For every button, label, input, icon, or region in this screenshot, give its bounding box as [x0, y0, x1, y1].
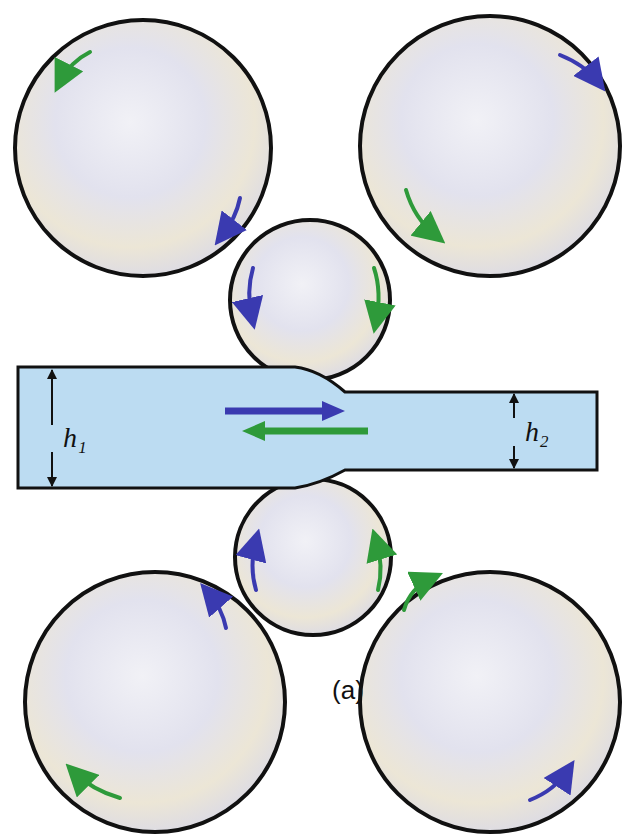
dimension-label: h₁	[63, 424, 87, 452]
backup-roll	[25, 572, 285, 832]
backup-roll	[15, 20, 271, 276]
work-roll	[235, 479, 391, 635]
dimension-lines	[52, 370, 514, 486]
work-roll	[230, 220, 390, 380]
rolls	[15, 16, 620, 832]
dimension-label: h₂	[525, 418, 549, 446]
figure-caption: (a)	[332, 677, 364, 703]
rotation-arrows	[60, 52, 598, 800]
flow-arrows	[225, 401, 368, 441]
strip	[18, 367, 597, 488]
backup-roll	[360, 572, 620, 832]
backup-roll	[360, 16, 620, 276]
